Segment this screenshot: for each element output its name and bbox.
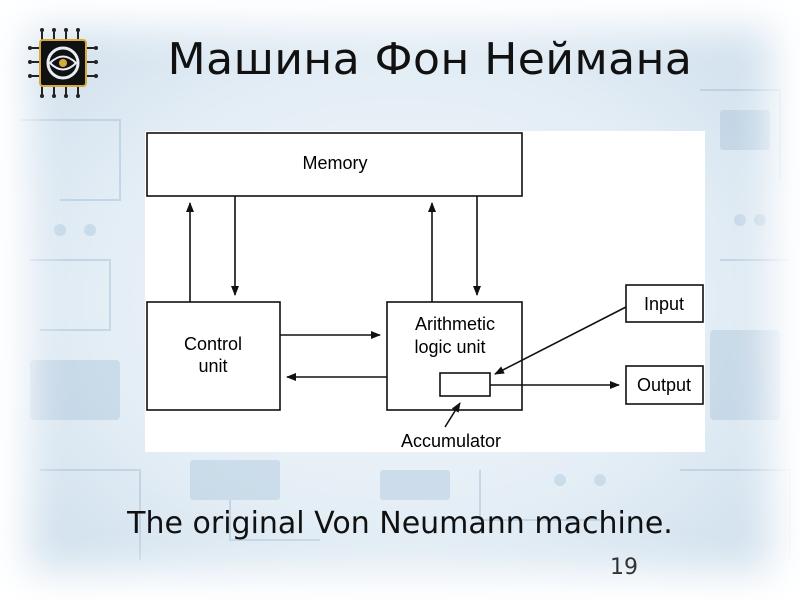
memory-box: Memory (146, 132, 523, 197)
alu-label-line1: Arithmetic (415, 314, 495, 334)
control-unit-box: Control unit (146, 301, 281, 411)
accumulator-register (439, 372, 491, 397)
arrow-input-to-accumulator (494, 306, 627, 375)
alu-label-line2: logic unit (414, 337, 485, 357)
chip-logo-icon (28, 28, 98, 98)
von-neumann-diagram: Memory Control unit Arithmetic logic uni… (145, 131, 705, 452)
control-unit-label-line1: Control (184, 334, 242, 354)
memory-label: Memory (302, 153, 367, 173)
accumulator-label: Accumulator (401, 431, 501, 451)
input-label: Input (644, 294, 684, 314)
slide-title: Машина Фон Неймана (167, 34, 693, 85)
slide-caption: The original Von Neumann machine. (127, 506, 673, 541)
output-label: Output (637, 375, 691, 395)
page-number: 19 (610, 555, 638, 580)
arrow-accumulator-pointer (444, 402, 461, 428)
output-box: Output (625, 365, 704, 405)
input-box: Input (625, 284, 704, 323)
control-unit-label-line2: unit (198, 356, 227, 376)
